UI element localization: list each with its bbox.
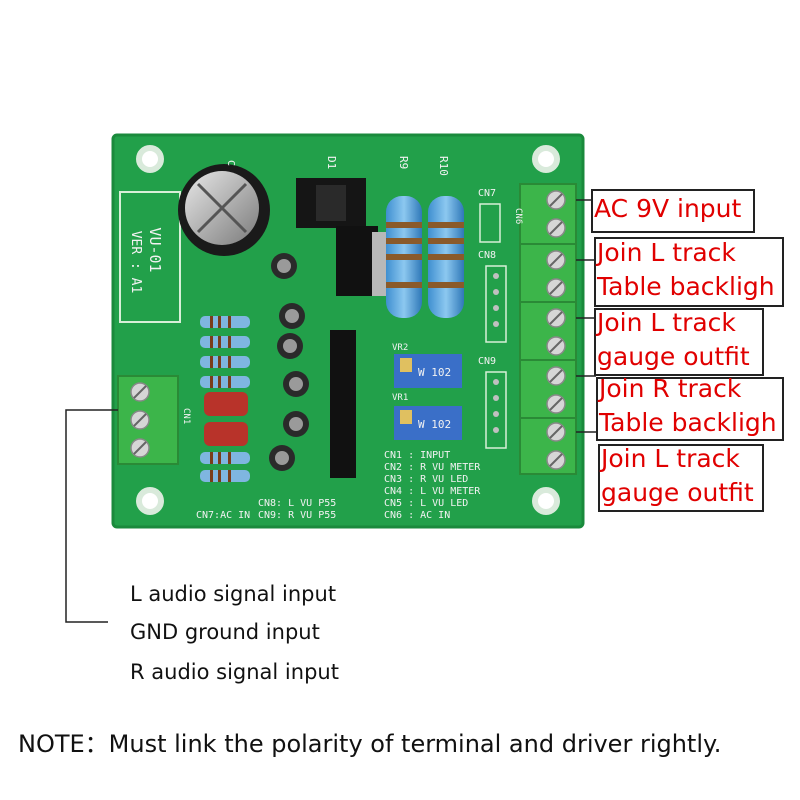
svg-text:CN5 : L VU LED: CN5 : L VU LED	[384, 498, 468, 509]
board-version-label: VER : A1	[128, 231, 143, 294]
polarity-note: NOTE：Must link the polarity of terminal …	[18, 730, 722, 758]
gnd-label: GND ground input	[130, 620, 320, 644]
svg-text:CN4 : L VU METER: CN4 : L VU METER	[384, 486, 481, 497]
mounting-holes	[136, 145, 560, 515]
r9-label: R9	[397, 156, 410, 169]
right-terminal-block	[519, 183, 577, 475]
d1-label: D1	[325, 156, 338, 169]
svg-text:CN2 : R VU METER: CN2 : R VU METER	[384, 462, 481, 473]
small-resistors	[200, 316, 250, 482]
callout-r-backlight-line1: Join R track	[599, 374, 742, 403]
cap-ref-label: C	[225, 160, 236, 166]
trim-pot-vr1: W 102	[394, 406, 462, 440]
connector-legend: CN1 : INPUT CN2 : R VU METER CN3 : R VU …	[196, 450, 481, 521]
svg-text:CN3 : R VU LED: CN3 : R VU LED	[384, 474, 468, 485]
callout-r-gauge-line1: Join L track	[601, 444, 740, 473]
callout-r-backlight	[596, 377, 784, 441]
svg-text:W 102: W 102	[418, 418, 451, 431]
left-terminal-block	[117, 375, 179, 465]
callout-l-backlight-line2: Table backligh	[597, 272, 775, 301]
vr2-label: VR2	[392, 343, 408, 353]
cn9-ref-label: CN9	[478, 356, 496, 367]
callout-leaders	[576, 199, 598, 433]
ic-chip	[330, 330, 356, 478]
electrolytic-capacitor	[178, 164, 270, 256]
trim-pot-vr2: W 102	[394, 354, 462, 388]
r-audio-label: R audio signal input	[130, 660, 339, 684]
power-resistors	[386, 196, 464, 318]
callout-r-backlight-line2: Table backligh	[599, 408, 777, 437]
callout-ac-input-line1: AC 9V input	[594, 194, 742, 223]
callout-ac-input	[591, 189, 755, 233]
film-capacitors	[204, 392, 248, 446]
board-model-label: VU-01	[146, 227, 164, 272]
callout-l-backlight	[594, 237, 784, 307]
signal-bracket	[65, 409, 118, 623]
cn8-ref-label: CN8	[478, 250, 496, 261]
callout-r-gauge-line2: gauge outfit	[601, 478, 754, 507]
callout-l-gauge-line2: gauge outfit	[597, 342, 750, 371]
svg-text:CN1 : INPUT: CN1 : INPUT	[384, 450, 450, 461]
r10-label: R10	[437, 156, 450, 176]
bridge-rectifier	[296, 178, 366, 228]
svg-text:CN8: L VU P55: CN8: L VU P55	[258, 498, 336, 509]
cn7-ref-label: CN7	[478, 188, 496, 199]
small-capacitors	[269, 253, 309, 471]
svg-text:CN7:AC IN: CN7:AC IN	[196, 510, 250, 521]
callout-l-backlight-line1: Join L track	[597, 238, 736, 267]
callout-r-gauge	[598, 444, 764, 512]
callout-l-gauge	[594, 308, 764, 376]
cn6-ref-label: CN6	[513, 208, 523, 224]
svg-text:CN9: R VU P55: CN9: R VU P55	[258, 510, 336, 521]
cn1-ref-label: CN1	[181, 408, 191, 424]
svg-text:CN6 : AC IN: CN6 : AC IN	[384, 510, 450, 521]
svg-text:W 102: W 102	[418, 366, 451, 379]
callout-l-gauge-line1: Join L track	[597, 308, 736, 337]
vr1-label: VR1	[392, 393, 408, 403]
l-audio-label: L audio signal input	[130, 582, 337, 606]
